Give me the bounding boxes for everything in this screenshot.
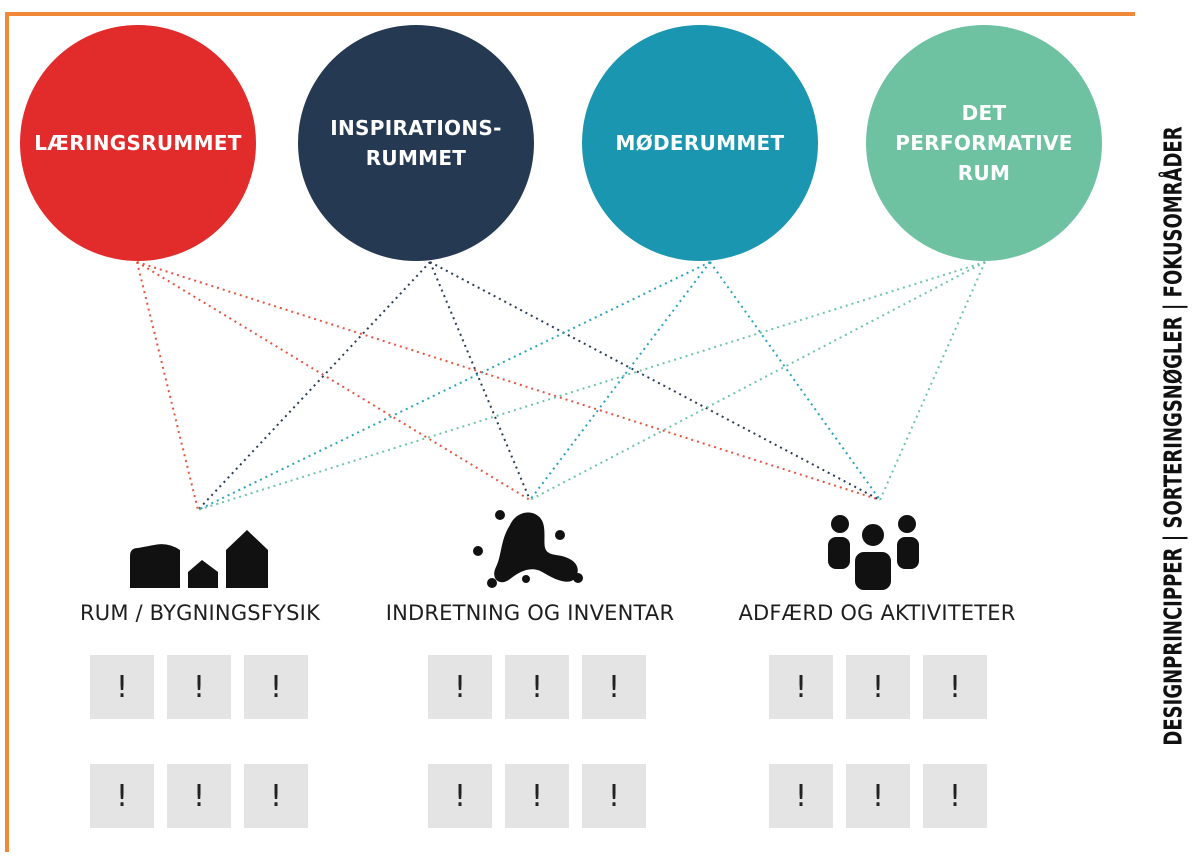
principle-tile[interactable]: !	[923, 655, 987, 719]
focus-circle-inspirationsrummet[interactable]: INSPIRATIONS- RUMMET	[298, 25, 534, 261]
link-inspiration-adfaerd	[429, 261, 881, 501]
link-moede-indretning	[529, 261, 711, 501]
blob-icon	[473, 510, 583, 588]
focus-circle-laeringsrummet[interactable]: LÆRINGSRUMMET	[20, 25, 256, 261]
principle-tile[interactable]: !	[428, 655, 492, 719]
focus-label: DET PERFORMATIVE RUM	[895, 101, 1073, 185]
principle-tile[interactable]: !	[846, 764, 910, 828]
link-inspiration-indretning	[429, 261, 531, 501]
link-performativ-rum	[197, 261, 986, 511]
category-label-indretning: INDRETNING OG INVENTAR	[385, 601, 675, 625]
principle-tile[interactable]: !	[769, 655, 833, 719]
link-laering-adfaerd	[136, 261, 881, 501]
buildings-icon	[130, 530, 268, 588]
principle-tile[interactable]: !	[846, 655, 910, 719]
principle-tile[interactable]: !	[244, 655, 308, 719]
link-inspiration-rum	[197, 261, 431, 511]
link-laering-indretning	[136, 261, 531, 501]
focus-circle-moederummet[interactable]: MØDERUMMET	[582, 25, 818, 261]
diagram-frame	[5, 12, 1135, 852]
side-axis-text: DESIGNPRINCIPPER | SORTERINGSNØGLER | FO…	[1158, 126, 1188, 746]
principle-tile[interactable]: !	[167, 655, 231, 719]
people-icon	[828, 515, 919, 591]
principle-tile[interactable]: !	[90, 655, 154, 719]
focus-circle-performative-rum[interactable]: DET PERFORMATIVE RUM	[866, 25, 1102, 261]
principle-tile[interactable]: !	[769, 764, 833, 828]
link-performativ-adfaerd	[879, 261, 986, 501]
principle-tile[interactable]: !	[90, 764, 154, 828]
focus-label: LÆRINGSRUMMET	[34, 131, 242, 155]
principle-tile[interactable]: !	[505, 655, 569, 719]
side-axis-label: DESIGNPRINCIPPER | SORTERINGSNØGLER | FO…	[1159, 6, 1188, 866]
focus-label: INSPIRATIONS- RUMMET	[330, 116, 502, 170]
connection-lines	[136, 261, 986, 511]
link-performativ-indretning	[529, 261, 986, 501]
link-laering-rum	[136, 261, 199, 511]
principle-tile[interactable]: !	[582, 655, 646, 719]
principle-tile[interactable]: !	[505, 764, 569, 828]
principle-tile[interactable]: !	[428, 764, 492, 828]
category-label-rum: RUM / BYGNINGSFYSIK	[79, 601, 321, 625]
category-label-adfaerd: ADFÆRD OG AKTIVITETER	[738, 601, 1016, 625]
focus-label: MØDERUMMET	[615, 131, 785, 155]
principle-tile[interactable]: !	[923, 764, 987, 828]
link-moede-rum	[197, 261, 711, 511]
principle-tile[interactable]: !	[582, 764, 646, 828]
principle-tile[interactable]: !	[167, 764, 231, 828]
link-moede-adfaerd	[709, 261, 881, 501]
principle-tile[interactable]: !	[244, 764, 308, 828]
